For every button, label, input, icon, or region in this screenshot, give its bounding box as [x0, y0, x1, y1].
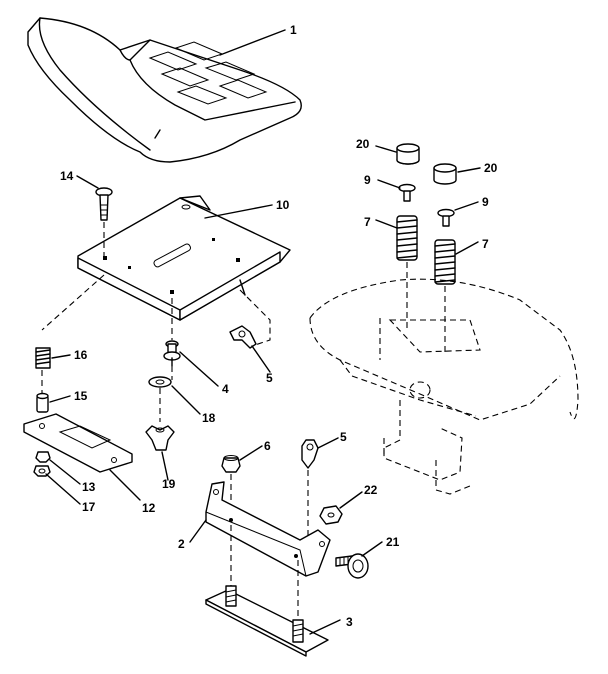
leader-line-20-right	[457, 167, 481, 173]
leader-line-9-right	[454, 201, 479, 211]
part-number-adjuster-knob: 19	[162, 477, 176, 491]
leader-line-10	[204, 204, 273, 219]
part-number-lock-nut-17: 17	[82, 500, 96, 514]
part-number-seat-pan: 10	[276, 198, 290, 212]
nut-13	[35, 451, 51, 463]
leader-line-5-lower	[317, 437, 339, 449]
part-number-bracket: 2	[178, 537, 185, 551]
leader-line-3	[309, 619, 341, 635]
screw-left	[398, 183, 416, 202]
leader-line-14	[76, 175, 99, 189]
leader-line-7-right	[455, 241, 479, 255]
spring-left	[35, 347, 51, 369]
alignment-dash	[239, 289, 271, 346]
leader-line-6	[239, 445, 263, 461]
knob-bolt	[335, 553, 369, 579]
leader-line-20-left	[375, 145, 397, 153]
bracket	[205, 481, 331, 577]
bumper-left	[396, 143, 420, 165]
part-number-bumper-left: 20	[356, 137, 370, 151]
part-number-clip-5-lower: 5	[340, 430, 347, 444]
leader-line-22	[339, 491, 363, 509]
part-number-spring-7-right: 7	[482, 237, 489, 251]
base-plate	[205, 585, 329, 657]
leader-line-1	[219, 29, 286, 56]
alignment-dash	[41, 274, 105, 331]
part-number-bushing-left: 15	[74, 389, 88, 403]
leader-line-9-left	[377, 179, 401, 189]
leader-line-16-left	[51, 354, 71, 359]
leader-line-4	[179, 351, 219, 387]
part-number-spring-7-left: 7	[364, 215, 371, 229]
part-number-nut-13: 13	[82, 480, 96, 494]
part-number-bumper-right: 20	[484, 161, 498, 175]
bushing-left	[36, 392, 49, 413]
adjuster-knob	[145, 425, 175, 451]
seat	[27, 17, 302, 163]
leader-line-5-upper	[251, 345, 271, 373]
tractor-body-outline	[309, 278, 579, 495]
spring-7-left	[396, 215, 418, 261]
washer	[148, 376, 172, 388]
leader-line-17	[45, 473, 81, 505]
leader-line-12	[109, 469, 141, 501]
part-number-knob-bolt: 21	[386, 535, 400, 549]
part-number-shoulder-bolt: 4	[222, 382, 229, 396]
bumper-right	[433, 163, 457, 185]
part-number-seat: 1	[290, 23, 297, 37]
screw-right	[437, 208, 455, 227]
clip-5-upper	[229, 325, 257, 349]
leader-line-13	[49, 459, 81, 485]
slide-plate	[23, 413, 133, 473]
leader-line-19	[161, 451, 169, 481]
part-number-screw-right: 9	[482, 195, 489, 209]
leader-line-21	[361, 541, 383, 557]
lock-nut-22	[319, 505, 343, 525]
seat-pan	[77, 195, 291, 321]
part-number-spring-left: 16	[74, 348, 88, 362]
part-number-carriage-bolt: 14	[60, 169, 74, 183]
part-number-washer: 18	[202, 411, 216, 425]
spring-7-right	[434, 239, 456, 285]
leader-line-7-left	[375, 219, 398, 229]
part-number-slide-plate: 12	[142, 501, 156, 515]
shoulder-bolt	[163, 340, 181, 367]
part-number-screw-left: 9	[364, 173, 371, 187]
clip-5-lower	[301, 439, 319, 469]
carriage-bolt	[95, 187, 113, 221]
part-number-nut-6: 6	[264, 439, 271, 453]
part-number-base-plate: 3	[346, 615, 353, 629]
nut-6	[221, 455, 241, 473]
leader-line-15	[49, 395, 71, 403]
leader-line-18	[171, 385, 201, 415]
part-number-clip-5-upper: 5	[266, 371, 273, 385]
part-number-lock-nut-22: 22	[364, 483, 378, 497]
leader-line-2	[189, 519, 207, 543]
